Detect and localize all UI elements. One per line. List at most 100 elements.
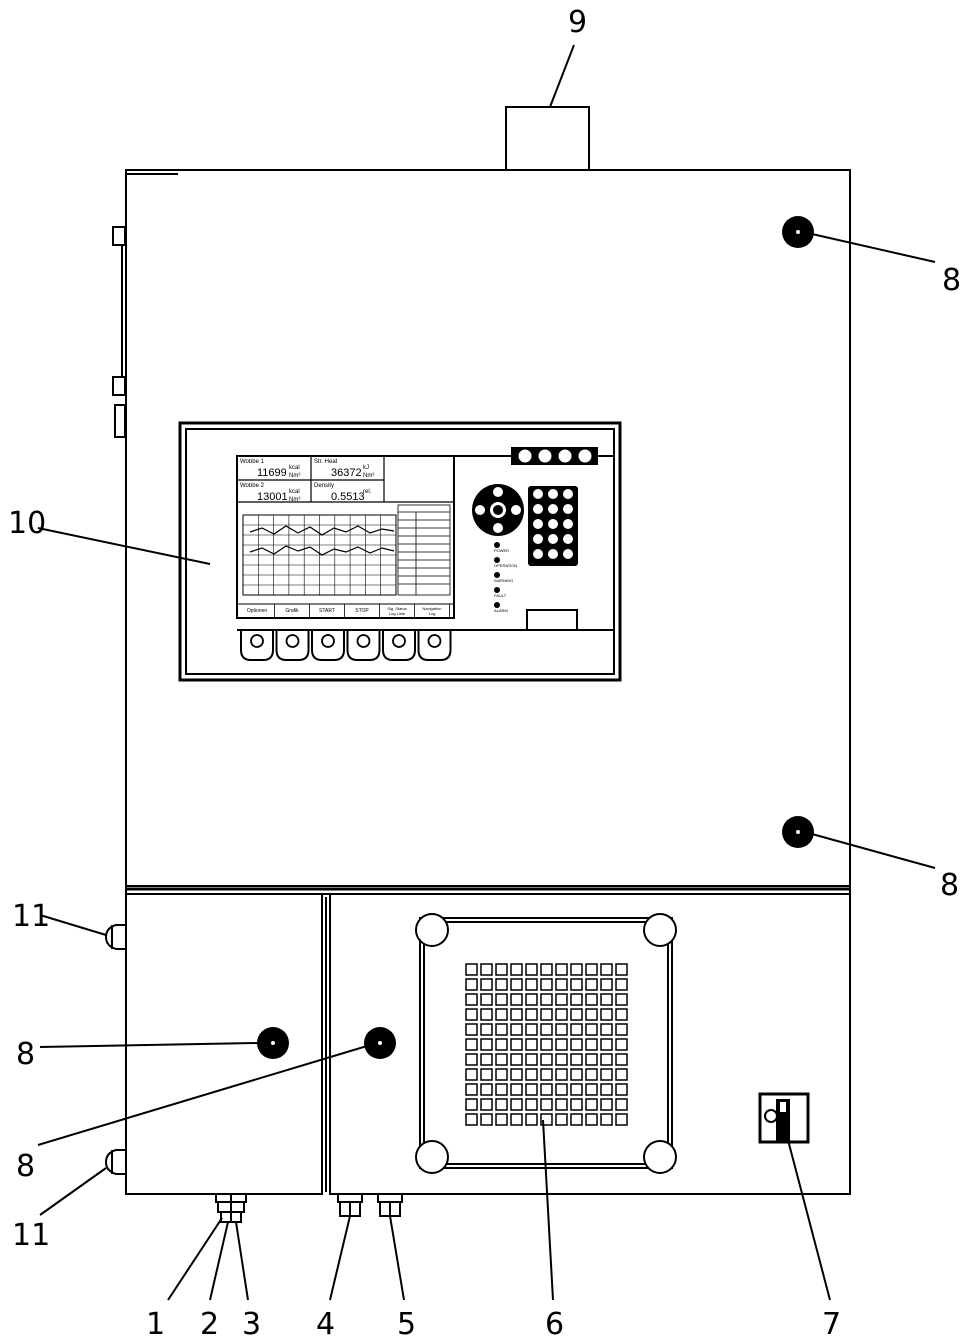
grille-cell — [480, 1098, 493, 1111]
grille-cell — [615, 1023, 628, 1036]
grille-cell — [495, 963, 508, 976]
readout-value: 13001 — [257, 491, 288, 503]
grille-cell — [480, 1083, 493, 1096]
grille-cell — [585, 1053, 598, 1066]
function-keys[interactable] — [511, 447, 598, 465]
readout-unit-top: kcal — [289, 465, 300, 471]
grille-cell — [615, 1068, 628, 1081]
callout-4: 4 — [316, 1307, 335, 1342]
keypad-key[interactable] — [533, 504, 543, 514]
softkey-button[interactable] — [240, 630, 274, 661]
grille-cell — [555, 993, 568, 1006]
softkey-button[interactable] — [382, 630, 416, 661]
navigation-pad[interactable] — [472, 484, 524, 536]
grille-cell — [495, 978, 508, 991]
callout-8: 8 — [16, 1037, 35, 1072]
grille-cell — [600, 1083, 613, 1096]
softkey-button[interactable] — [346, 630, 381, 661]
status-led — [494, 572, 500, 578]
softkey-label: Optionen — [247, 608, 268, 614]
readout-unit-top: kJ — [363, 465, 369, 471]
readout-value: 36372 — [331, 467, 362, 479]
grille-cell — [555, 978, 568, 991]
grille-cell — [555, 1023, 568, 1036]
status-led — [494, 587, 500, 593]
keypad-key[interactable] — [563, 534, 573, 544]
grille-cell — [540, 1068, 553, 1081]
readout-unit-bottom: Nm³ — [289, 473, 300, 479]
numeric-keypad[interactable] — [528, 486, 578, 566]
keypad-key[interactable] — [548, 504, 558, 514]
grille-cell — [525, 1068, 538, 1081]
grille-cell — [585, 993, 598, 1006]
grille-cell — [585, 1083, 598, 1096]
grille-cell — [465, 1068, 478, 1081]
grille-cell — [480, 1113, 493, 1126]
keypad-key[interactable] — [563, 519, 573, 529]
callout-2: 2 — [200, 1307, 219, 1342]
grille-cell — [525, 1098, 538, 1111]
keypad-key[interactable] — [533, 489, 543, 499]
readout-unit-top: rel. — [363, 489, 372, 495]
status-led-label: FAULT — [494, 593, 507, 598]
status-led-label: OPERATION — [494, 563, 517, 568]
grille-cell — [540, 1083, 553, 1096]
grille-cell — [495, 1098, 508, 1111]
softkey-button[interactable] — [275, 630, 310, 661]
fan-grille — [465, 963, 628, 1126]
grille-cell — [465, 1053, 478, 1066]
grille-cell — [480, 1053, 493, 1066]
grille-cell — [585, 1068, 598, 1081]
keypad-key[interactable] — [563, 504, 573, 514]
callout-9: 9 — [568, 5, 587, 40]
grille-cell — [540, 1113, 553, 1126]
keypad-key[interactable] — [563, 489, 573, 499]
latch — [114, 404, 126, 438]
grille-cell — [525, 978, 538, 991]
softkey-bar — [236, 603, 455, 619]
grille-cell — [600, 978, 613, 991]
grille-cell — [480, 978, 493, 991]
keypad-key[interactable] — [533, 534, 543, 544]
grille-cell — [585, 963, 598, 976]
lower-right-compartment — [329, 893, 851, 1195]
callout-8: 8 — [942, 263, 961, 298]
softkey-button[interactable] — [311, 630, 345, 661]
grille-cell — [570, 1053, 583, 1066]
keypad-key[interactable] — [563, 549, 573, 559]
keypad-key[interactable] — [533, 519, 543, 529]
grille-cell — [570, 1023, 583, 1036]
status-led-label: WARNING — [494, 578, 513, 583]
grille-cell — [540, 1098, 553, 1111]
grille-cell — [540, 1053, 553, 1066]
softkey-label: Grafik — [285, 608, 299, 614]
door-handle-lower[interactable] — [104, 1149, 126, 1175]
grille-cell — [585, 1113, 598, 1126]
status-led — [494, 557, 500, 563]
grille-cell — [495, 993, 508, 1006]
grille-cell — [510, 1023, 523, 1036]
readout-label: Density — [314, 483, 334, 489]
grille-cell — [555, 1068, 568, 1081]
grille-cell — [555, 1083, 568, 1096]
keypad-key[interactable] — [548, 534, 558, 544]
grille-cell — [525, 1038, 538, 1051]
keypad-key[interactable] — [533, 549, 543, 559]
softkey-button[interactable] — [417, 630, 452, 661]
softkey-label: Log Liste — [389, 611, 406, 616]
main-switch[interactable] — [758, 1092, 810, 1144]
grille-cell — [600, 1038, 613, 1051]
status-led — [494, 602, 500, 608]
grille-cell — [465, 978, 478, 991]
keypad-key[interactable] — [548, 549, 558, 559]
readout-value: 11699 — [257, 467, 287, 479]
screen-side-table — [397, 504, 451, 596]
door-handle-upper[interactable] — [104, 924, 126, 950]
keypad-key[interactable] — [548, 519, 558, 529]
keypad-key[interactable] — [548, 489, 558, 499]
grille-cell — [540, 993, 553, 1006]
softkey-label: Sig. Status — [387, 606, 406, 611]
grille-cell — [585, 1098, 598, 1111]
status-led-label: POWER — [494, 548, 509, 553]
